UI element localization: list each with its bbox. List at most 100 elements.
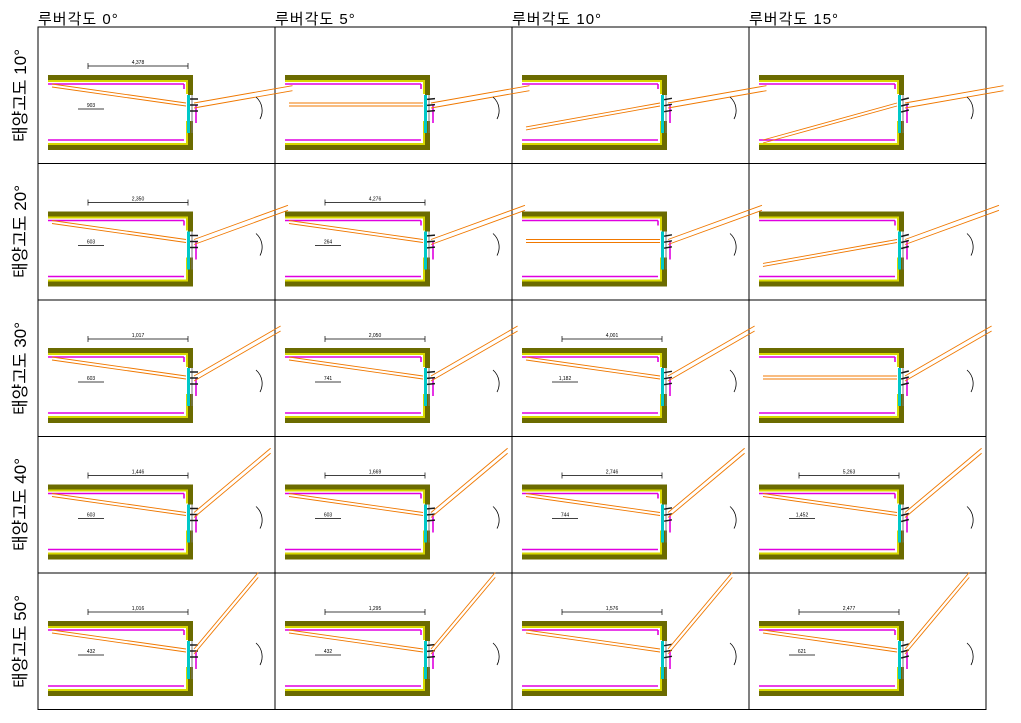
exterior-wall-lower: [662, 257, 667, 287]
exterior-wall-upper: [188, 75, 193, 95]
sun-ray-reflected: [762, 242, 898, 267]
window-glass: [187, 368, 190, 406]
exterior-wall-upper: [899, 348, 904, 368]
ceiling-finish: [759, 489, 897, 492]
sun-ray-incoming: [667, 325, 755, 377]
sun-ray-reflected: [51, 359, 187, 380]
exterior-wall-upper: [425, 75, 430, 95]
sun-ray-incoming: [430, 577, 496, 655]
louver-blade: [663, 513, 673, 516]
louver-blade: [663, 519, 673, 522]
wall-finish-upper: [423, 489, 425, 504]
floor-finish: [48, 552, 188, 555]
sun-ray-incoming: [904, 330, 992, 382]
exterior-wall-lower: [899, 257, 904, 287]
floor-slab: [285, 281, 425, 287]
penetration-depth-label: 5,263: [843, 470, 856, 476]
floor-finish: [522, 689, 662, 691]
exterior-wall-lower: [188, 530, 193, 560]
ceiling-finish: [48, 626, 186, 628]
sun-ray-reflected: [762, 102, 898, 141]
wall-finish-upper: [897, 626, 899, 640]
exterior-wall-lower: [662, 394, 667, 423]
floor-slab: [285, 418, 425, 423]
louver-blade: [900, 518, 910, 523]
exterior-wall-upper: [662, 75, 667, 95]
floor-finish: [759, 143, 899, 145]
sun-ray-incoming: [667, 577, 733, 655]
altitude-arc: [729, 369, 737, 393]
floor-slab: [48, 554, 188, 560]
ceiling-finish: [285, 626, 423, 628]
altitude-arc: [492, 233, 500, 256]
wall-finish-upper: [186, 80, 188, 94]
exterior-wall-upper: [899, 621, 904, 641]
louver-blade: [900, 512, 910, 517]
exterior-wall-upper: [188, 484, 193, 505]
ceiling-slab: [522, 211, 662, 217]
window-glass: [187, 231, 190, 270]
sun-ray-incoming: [667, 572, 733, 650]
floor-slab: [48, 145, 188, 150]
window-glass: [187, 95, 190, 133]
floor-finish: [48, 416, 188, 418]
sun-ray-reflected: [762, 496, 898, 516]
louver-blade: [900, 643, 910, 647]
sub-dimension-label: 264: [324, 240, 333, 246]
exterior-wall-upper: [662, 348, 667, 368]
floor-finish: [522, 143, 662, 145]
exterior-wall-upper: [188, 348, 193, 368]
penetration-depth-label: 4,001: [606, 333, 619, 339]
section-cell: [285, 75, 530, 150]
floor-finish: [48, 689, 188, 691]
altitude-arc: [492, 506, 500, 529]
louver-blade: [426, 370, 436, 374]
penetration-depth-label: 2,050: [369, 333, 382, 339]
exterior-wall-lower: [425, 121, 430, 150]
sub-dimension-label: 1,452: [796, 513, 809, 519]
louver-blade: [900, 97, 910, 101]
penetration-depth-label: 1,017: [132, 333, 145, 339]
window-glass: [898, 95, 901, 133]
altitude-arc: [255, 506, 263, 529]
floor-finish: [48, 279, 188, 282]
floor-slab: [759, 691, 899, 696]
exterior-wall-lower: [662, 530, 667, 560]
section-cell: 1,576: [522, 572, 737, 696]
ceiling-finish: [759, 80, 897, 82]
window-glass: [187, 504, 190, 543]
exterior-wall-upper: [662, 484, 667, 505]
sun-ray-reflected: [762, 629, 898, 650]
exterior-wall-lower: [662, 667, 667, 696]
louver-blade: [900, 233, 910, 238]
penetration-depth-label: 1,576: [606, 606, 619, 612]
altitude-arc: [492, 642, 500, 666]
ceiling-finish: [285, 353, 423, 355]
sun-ray-reflected: [762, 239, 898, 264]
window-glass: [898, 504, 901, 543]
exterior-wall-lower: [899, 121, 904, 150]
ceiling-slab: [48, 621, 188, 626]
louver-blade: [900, 109, 910, 113]
exterior-wall-upper: [188, 621, 193, 641]
ceiling-slab: [759, 348, 899, 353]
sun-ray-reflected: [762, 632, 898, 653]
sun-ray-reflected: [288, 496, 424, 516]
ceiling-slab: [759, 621, 899, 626]
ceiling-finish: [48, 489, 186, 492]
sun-ray-reflected: [525, 356, 661, 377]
ceiling-slab: [48, 484, 188, 490]
floor-slab: [522, 691, 662, 696]
ceiling-finish: [48, 353, 186, 355]
penetration-depth-label: 2,350: [132, 197, 145, 203]
wall-finish-upper: [186, 626, 188, 640]
floor-slab: [285, 145, 425, 150]
ceiling-finish: [759, 353, 897, 355]
exterior-wall-upper: [425, 348, 430, 368]
floor-slab: [759, 554, 899, 560]
sun-ray-incoming: [193, 330, 281, 382]
exterior-wall-lower: [188, 121, 193, 150]
